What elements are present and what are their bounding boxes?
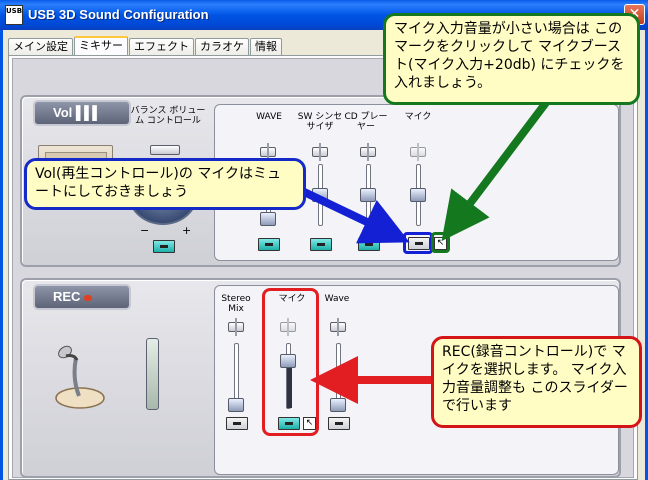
rec-mic-balance-slider[interactable] [280,318,296,336]
rec-dot-icon [84,294,93,301]
app-icon: USB [5,5,23,25]
wave-mute-button[interactable] [258,238,280,251]
tab-effect[interactable]: エフェクト [129,38,194,56]
cd-balance-slider[interactable] [360,143,376,161]
rec-mic-highlight [262,288,319,436]
master-mute-button[interactable] [153,240,175,253]
stereo-mix-volume-slider[interactable] [228,398,244,412]
rec-badge: REC [33,284,131,310]
balance-plus: + [182,224,192,237]
sw-synth-volume-slider[interactable] [312,188,328,202]
channel-label-cd: CD プレー ヤー [344,112,388,132]
channel-label-wave: WAVE [256,112,282,122]
rec-badge-label: REC [53,289,81,304]
rec-wave-volume-slider[interactable] [330,398,346,412]
rec-level-meter [146,338,159,410]
channel-label-sw-synth: SW シンセ サイザ [297,112,343,132]
rec-channel-label-stereo-mix: Stereo Mix [221,294,251,314]
window-title: USB 3D Sound Configuration [28,7,209,22]
cd-volume-slider[interactable] [360,188,376,202]
rec-wave-balance-slider[interactable] [330,318,346,336]
rec-select-callout: REC(録音コントロール)で マイクを選択します。 マイク入力音量調整も このス… [431,336,642,428]
stereo-mix-balance-slider[interactable] [228,318,244,336]
rec-mic-volume-fill [287,363,292,408]
rec-mic-boost-icon[interactable]: ↖ [303,417,316,430]
balance-minus: − [140,224,150,237]
tab-info[interactable]: 情報 [250,38,282,56]
rec-mic-select-button[interactable] [278,417,300,430]
sw-synth-mute-button[interactable] [310,238,332,251]
tab-mixer[interactable]: ミキサー [74,36,128,56]
rec-wave-select-button[interactable] [328,417,350,430]
sw-synth-balance-slider[interactable] [312,143,328,161]
mic-boost-callout: マイク入力音量が小さい場合は このマークをクリックして マイクブースト(マイク入… [383,13,640,105]
mic-balance-slider[interactable] [410,143,426,161]
rec-mic-volume-slider[interactable] [280,354,296,368]
mic-volume-slider[interactable] [410,188,426,202]
tab-bar: メイン設定 ミキサー エフェクト カラオケ 情報 [8,36,283,56]
channel-label-mic: マイク [404,112,432,122]
wave-volume-slider[interactable] [260,212,276,226]
microphone-icon [55,345,105,409]
app-icon-text: USB [6,7,23,15]
wave-balance-slider[interactable] [260,143,276,161]
rec-channel-label-wave: Wave [324,294,350,304]
mic-boost-highlight [431,232,450,253]
tab-karaoke[interactable]: カラオケ [195,38,249,56]
cd-mute-button[interactable] [358,238,380,251]
vol-badge-label: Vol [53,105,73,120]
vol-badge: Vol ▌▌▌ [33,100,131,126]
stereo-mix-select-button[interactable] [226,417,248,430]
vol-mute-callout: Vol(再生コントロール)の マイクはミュートにしておきましょう [24,158,306,210]
tab-main-settings[interactable]: メイン設定 [8,38,73,56]
vol-mic-mute-highlight [403,232,433,254]
balance-label: バランス ボリューム コントロール [130,106,206,126]
rec-channel-label-mic: マイク [278,294,306,304]
mic-mute-button[interactable] [408,237,430,250]
balance-slider[interactable] [150,145,180,155]
